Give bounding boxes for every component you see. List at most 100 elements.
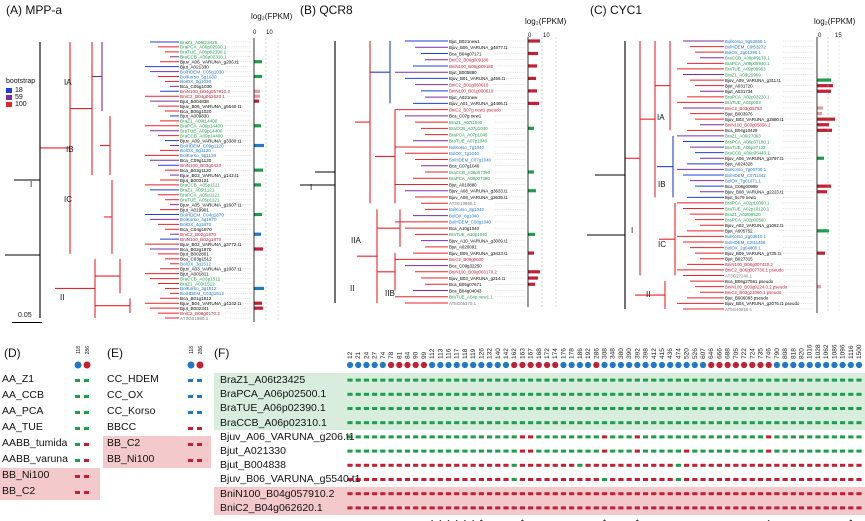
matrix-dash xyxy=(831,378,837,382)
tree-leaf-label: BraZ1_A07t1040 xyxy=(449,120,483,125)
matrix-dash xyxy=(429,435,435,439)
tree-leaf-label: Bca_C05g1030 xyxy=(180,84,212,89)
matrix-dash xyxy=(503,435,509,439)
panel-f-row-label: Bjut_A021330 xyxy=(220,445,286,457)
panel-c-tick-0: 0 xyxy=(818,33,822,39)
matrix-dash xyxy=(347,421,353,425)
matrix-dash xyxy=(626,378,632,382)
matrix-dash xyxy=(708,449,714,453)
matrix-dash xyxy=(560,378,567,382)
matrix-dash xyxy=(683,392,690,396)
matrix-dash xyxy=(700,435,706,439)
tree-leaf-label: BolOX_7g1040 xyxy=(449,151,479,156)
matrix-dash xyxy=(421,435,427,439)
matrix-dash xyxy=(528,449,534,453)
matrix-dash xyxy=(659,435,665,439)
matrix-dash xyxy=(708,392,714,396)
matrix-dash xyxy=(470,492,476,496)
tree-leaf-label: Bca_C07g1040 xyxy=(449,164,480,169)
position-label: 308 xyxy=(602,348,609,359)
matrix-dash xyxy=(831,463,837,467)
expression-bar xyxy=(817,285,821,289)
position-dot xyxy=(346,361,354,369)
matrix-dash xyxy=(700,492,706,496)
position-dot xyxy=(650,361,657,369)
matrix-dash xyxy=(749,463,755,467)
matrix-dash xyxy=(790,449,796,453)
tree-leaf-label: AT5G40810.1 xyxy=(725,307,753,312)
panel-e-row-label: BB_C2 xyxy=(107,437,141,449)
matrix-dash xyxy=(708,463,714,467)
matrix-dash xyxy=(733,463,739,467)
matrix-dash xyxy=(774,407,780,410)
matrix-dash xyxy=(380,478,386,481)
position-dot xyxy=(511,361,518,369)
matrix-dash xyxy=(807,421,813,425)
matrix-dash xyxy=(363,435,370,439)
matrix-dash xyxy=(445,392,452,396)
position-dot xyxy=(527,361,534,369)
matrix-dash xyxy=(380,506,386,510)
matrix-dash xyxy=(774,506,780,510)
matrix-dash xyxy=(675,392,681,396)
matrix-dash xyxy=(355,506,361,510)
tree-leaf-label: AT3G27240.1 xyxy=(725,273,753,278)
panel-d-row: AA_TUE xyxy=(0,420,100,436)
matrix-dash xyxy=(807,449,813,453)
tree-leaf-label: BraTUE_A06p37123 xyxy=(725,145,766,150)
matrix-dash xyxy=(831,449,837,453)
position-label: 705 xyxy=(733,348,740,359)
matrix-dash xyxy=(725,421,731,425)
matrix-dash xyxy=(675,506,681,510)
matrix-dash xyxy=(511,392,517,396)
position-dot xyxy=(445,361,452,369)
tree-leaf-label: BraZ1_A05t1121 xyxy=(180,188,215,193)
matrix-dash xyxy=(618,435,624,439)
matrix-dash xyxy=(396,435,402,439)
matrix-dash xyxy=(601,463,608,467)
matrix-dash xyxy=(708,492,714,496)
matrix-dash xyxy=(798,435,805,439)
matrix-dash xyxy=(766,407,772,410)
position-label: 474 xyxy=(675,348,682,359)
matrix-dash xyxy=(380,463,386,467)
position-label: 735 xyxy=(757,348,764,359)
matrix-dash xyxy=(347,392,353,396)
matrix-dash xyxy=(429,378,435,382)
matrix-dash xyxy=(667,378,673,382)
matrix-dash xyxy=(396,378,402,382)
position-dot xyxy=(790,361,797,369)
matrix-dash xyxy=(396,492,402,496)
tree-leaf-label: Bjut_B002801 xyxy=(180,252,209,257)
matrix-dash xyxy=(363,421,370,425)
tree-leaf-label: BniC2_B03g05753 xyxy=(725,106,762,111)
position-dot xyxy=(749,361,756,369)
matrix-dash xyxy=(560,506,567,510)
expression-bar xyxy=(817,117,835,121)
matrix-dash xyxy=(495,435,501,439)
matrix-dash xyxy=(848,492,854,496)
tree-leaf-label: BraCCB_A03p1512 xyxy=(180,276,221,281)
expression-bar xyxy=(817,78,831,82)
tree-leaf-label: BraPCA_A07p1040 xyxy=(449,132,488,137)
matrix-dash xyxy=(486,492,493,496)
dash-mark xyxy=(197,411,202,414)
clade-b-IIB: IIB xyxy=(385,289,395,298)
tree-leaf-label: Bjuv_A09_VARUNA_g3380.t1 xyxy=(180,138,242,143)
matrix-dash xyxy=(552,378,558,382)
panel-f-row-highlight xyxy=(214,486,865,515)
matrix-dash xyxy=(749,378,755,382)
matrix-dash xyxy=(725,506,731,510)
panel-c-tick-15: 15 xyxy=(835,33,842,39)
position-label: 118 xyxy=(462,348,469,359)
position-label: 392 xyxy=(634,348,641,359)
legend-title: bootstrap xyxy=(6,78,36,85)
matrix-dash xyxy=(577,421,583,425)
matrix-dash xyxy=(585,478,591,481)
matrix-dash xyxy=(454,492,460,496)
position-dot xyxy=(363,361,370,369)
tree-leaf-label: Bjuv_A02_VARUNA_g1062.t1 xyxy=(725,223,784,228)
tree-leaf-label: Bjuv_B08_VARUNA_g2223.t1 xyxy=(725,190,784,195)
tree-leaf-label: BniN100_B01g060610 xyxy=(449,89,494,94)
